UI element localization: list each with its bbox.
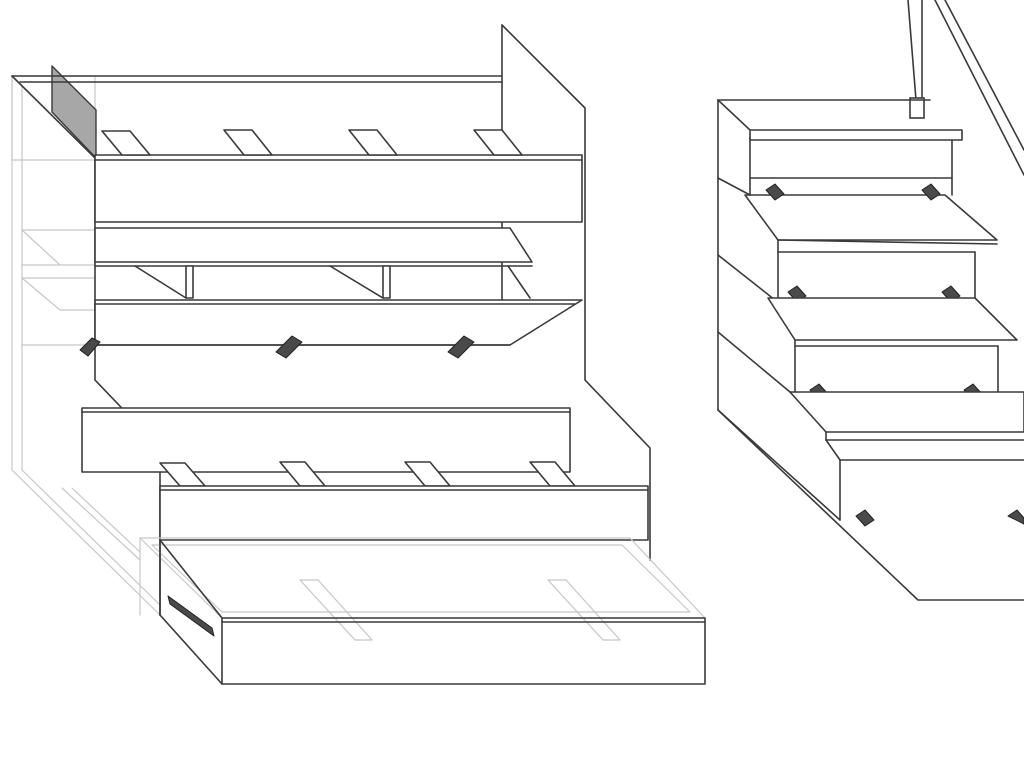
hinge-icon: [921, 183, 941, 201]
flap-door: [94, 299, 583, 346]
hinge-icon: [447, 335, 475, 359]
grey-end-panel: [51, 65, 97, 159]
hinge-icon: [855, 509, 875, 527]
bed-unit: [11, 24, 706, 685]
staircase-unit: [717, 0, 1024, 601]
drawer-rail-icon: [167, 595, 215, 637]
top-shelf-slats: [101, 129, 523, 156]
hinge-icon: [79, 337, 101, 357]
cubby-dividers: [134, 265, 531, 299]
hinge-icon: [765, 183, 785, 201]
hinge-icon: [275, 335, 303, 359]
hinge-icon: [1007, 509, 1024, 525]
hinges: [79, 335, 475, 359]
